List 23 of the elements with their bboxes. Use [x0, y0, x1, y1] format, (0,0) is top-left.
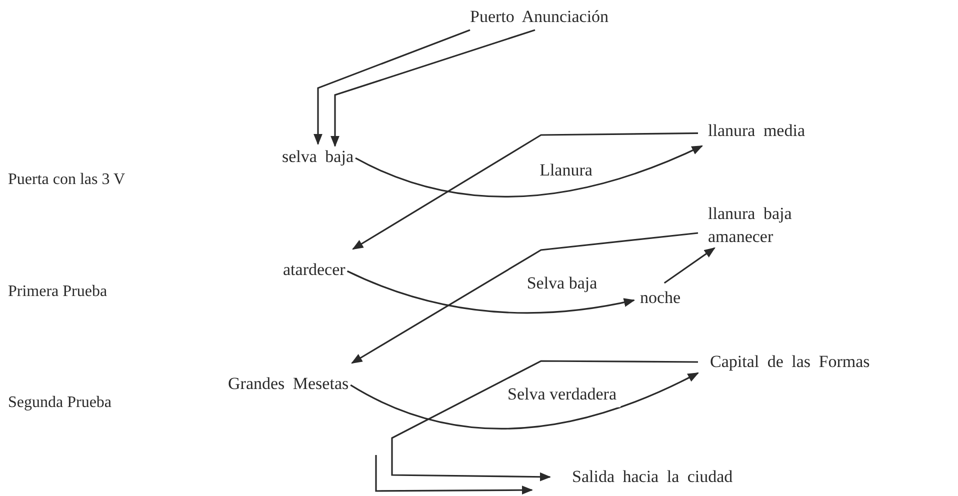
place-name: llanura media — [708, 120, 805, 142]
arrow — [664, 247, 716, 284]
arrow — [346, 270, 636, 314]
arrow — [391, 360, 698, 482]
arrow — [330, 29, 536, 148]
arrow — [314, 29, 470, 146]
place-name: Grandes Mesetas — [228, 373, 349, 395]
stage-label: Primera Prueba — [8, 282, 108, 302]
place-name: amanecer — [708, 226, 774, 248]
place-name: Capital de las Formas — [710, 351, 870, 373]
arrow — [352, 132, 698, 250]
place-name: atardecer — [283, 259, 346, 281]
place-name: Salida hacia la ciudad — [572, 466, 733, 488]
place-name: noche — [640, 287, 681, 309]
arrow — [355, 145, 704, 198]
place-name: Puerto Anunciación — [470, 6, 609, 28]
place-name: llanura baja — [708, 203, 792, 225]
place-name: selva baja — [282, 146, 354, 168]
stage-label: Segunda Prueba — [8, 393, 112, 413]
arrow — [350, 372, 699, 430]
stage-label: Puerta con las 3 V — [8, 170, 126, 190]
arrow — [351, 232, 698, 364]
arrow — [375, 455, 534, 495]
